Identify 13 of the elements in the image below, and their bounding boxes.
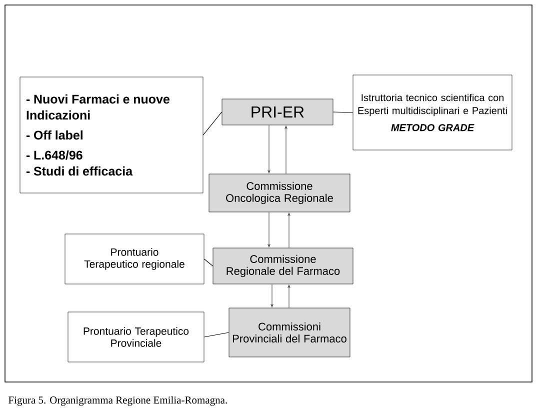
criteria-box: - Nuovi Farmaci e nuove Indicazioni - Off label - L.648/96 - Studi di efficacia — [20, 76, 204, 194]
document-box: Prontuario Terapeutico Provinciale — [68, 312, 204, 362]
connector-line — [204, 258, 214, 266]
connector-line — [202, 112, 222, 136]
process-box: Commissione Oncologica Regionale — [208, 174, 350, 212]
process-box: Commissioni Provinciali del Farmaco — [228, 308, 350, 358]
document-box: Prontuario Terapeutico regionale — [64, 234, 204, 284]
connector-line — [332, 112, 354, 113]
method-box: Istruttoria tecnico scientifica con Esperti multidisciplinari e Pazienti METODO GRADE — [352, 74, 512, 150]
process-box: Commissione Regionale del Farmaco — [212, 248, 354, 284]
caption: Figura 5. Organigramma Regione Emilia-Romagna. — [8, 396, 227, 406]
process-box: PRI-ER — [222, 98, 334, 126]
connector-line — [204, 332, 230, 338]
